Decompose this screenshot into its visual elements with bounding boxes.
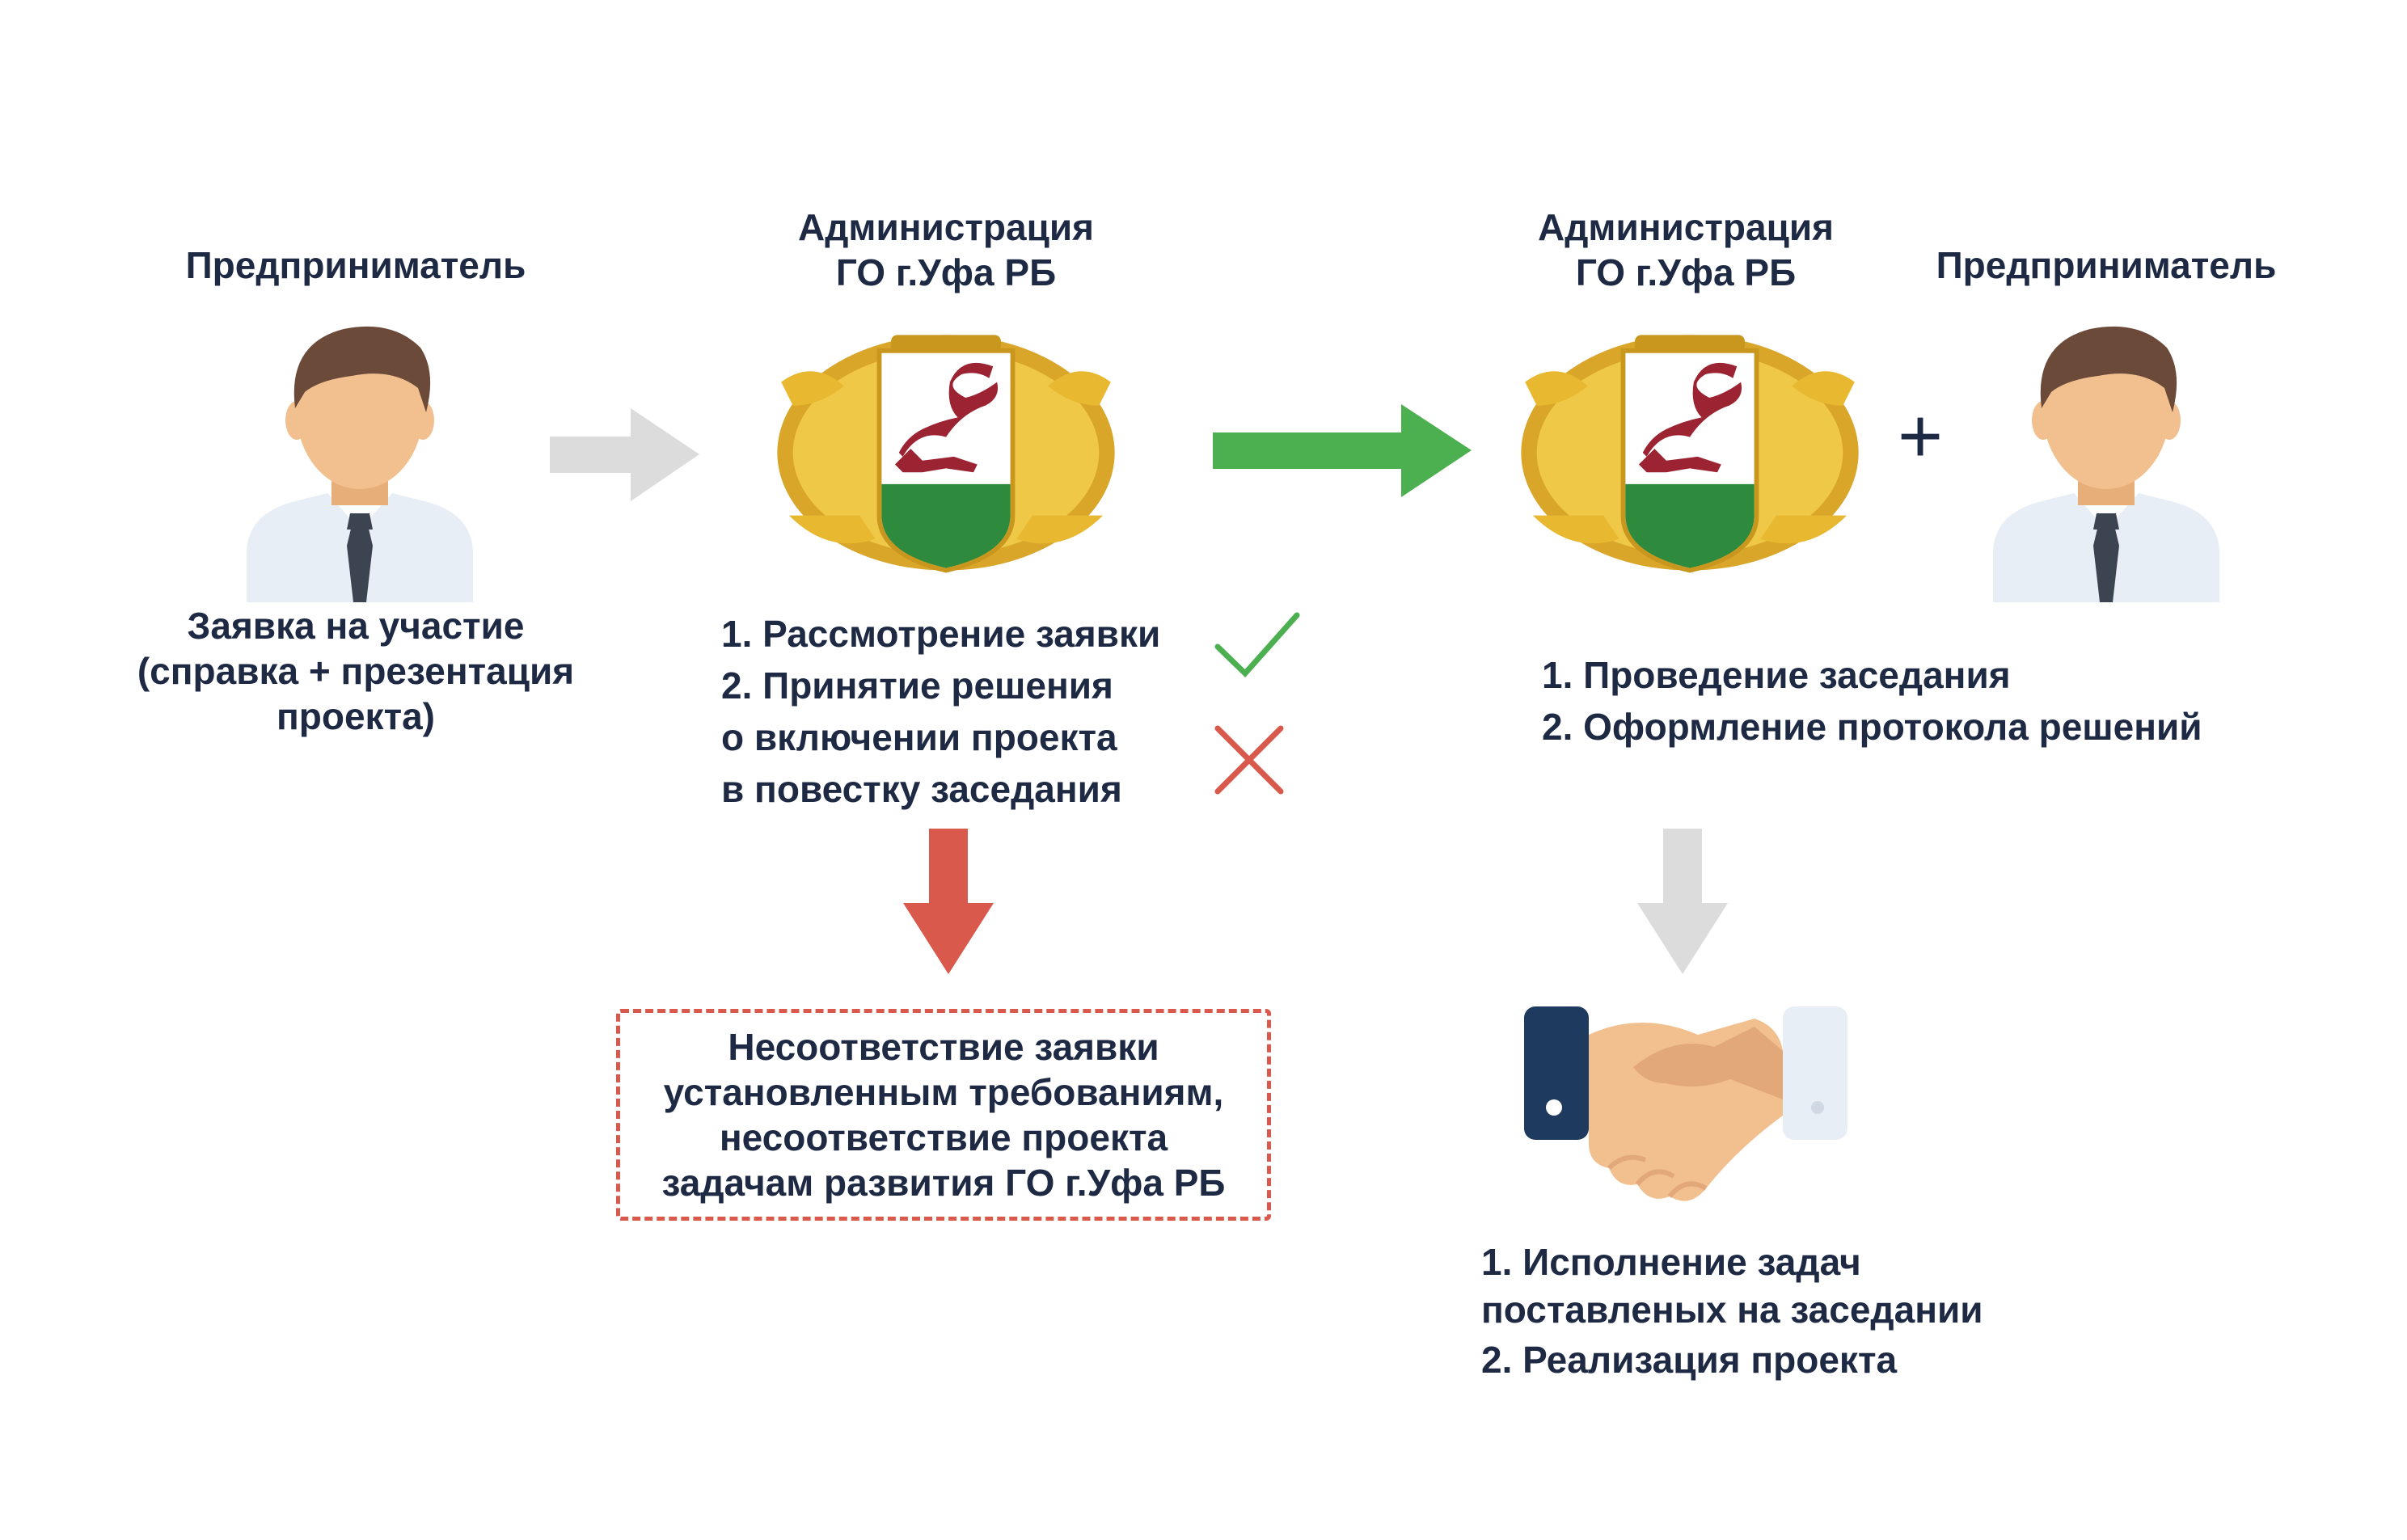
arrow-right-gray xyxy=(550,408,699,501)
review-step-1: 1. Рассмотрение заявки xyxy=(721,613,1161,655)
rejection-line-4: задачам развития ГО г.Уфа РБ xyxy=(661,1162,1226,1204)
meeting-step-1: 1. Проведение заседания xyxy=(1542,654,2011,696)
check-icon xyxy=(1214,612,1300,678)
application-line-2: (справка + презентация xyxy=(137,650,575,692)
execution-step-2: поставленых на заседании xyxy=(1481,1289,1983,1331)
admin-left-line-2: ГО г.Уфа РБ xyxy=(835,251,1057,293)
entrepreneur-right-icon xyxy=(1977,311,2236,602)
plus-sign: + xyxy=(1897,393,1944,479)
application-line-3: проекта) xyxy=(276,695,436,737)
arrow-down-red xyxy=(903,829,994,974)
entrepreneur-right-label: Предприниматель xyxy=(1936,244,2277,286)
meeting-steps: 1. Проведение заседания 2. Оформление пр… xyxy=(1542,649,2202,753)
entrepreneur-left-icon xyxy=(230,311,489,602)
execution-steps: 1. Исполнение задач поставленых на засед… xyxy=(1481,1239,1983,1385)
admin-right-line-2: ГО г.Уфа РБ xyxy=(1575,251,1797,293)
emblem-right-icon xyxy=(1508,319,1872,586)
review-step-4: в повестку заседания xyxy=(721,768,1122,810)
arrow-right-green xyxy=(1213,404,1472,497)
handshake-icon xyxy=(1524,1006,1847,1201)
rejection-box: Несоответствие заявки установленным треб… xyxy=(616,1009,1271,1221)
review-step-3: о включении проекта xyxy=(721,716,1117,758)
emblem-left-icon xyxy=(764,319,1128,586)
admin-right-label: Администрация ГО г.Уфа РБ xyxy=(1443,205,1928,295)
meeting-step-2: 2. Оформление протокола решений xyxy=(1542,706,2202,748)
admin-left-line-1: Администрация xyxy=(798,206,1094,248)
rejection-line-1: Несоответствие заявки xyxy=(728,1026,1159,1068)
application-text: Заявка на участие (справка + презентация… xyxy=(113,603,598,739)
arrow-down-gray xyxy=(1637,829,1728,974)
execution-step-3: 2. Реализация проекта xyxy=(1481,1339,1898,1381)
application-line-1: Заявка на участие xyxy=(187,605,525,647)
review-step-2: 2. Принятие решения xyxy=(721,665,1113,707)
review-steps: 1. Рассмотрение заявки 2. Принятие решен… xyxy=(721,608,1160,815)
cross-icon xyxy=(1214,725,1284,795)
admin-left-label: Администрация ГО г.Уфа РБ xyxy=(703,205,1189,295)
execution-step-1: 1. Исполнение задач xyxy=(1481,1241,1861,1283)
rejection-line-2: установленным требованиям, xyxy=(663,1071,1224,1113)
admin-right-line-1: Администрация xyxy=(1538,206,1834,248)
entrepreneur-left-label: Предприниматель xyxy=(185,244,526,286)
rejection-line-3: несоответствие проекта xyxy=(719,1116,1168,1158)
